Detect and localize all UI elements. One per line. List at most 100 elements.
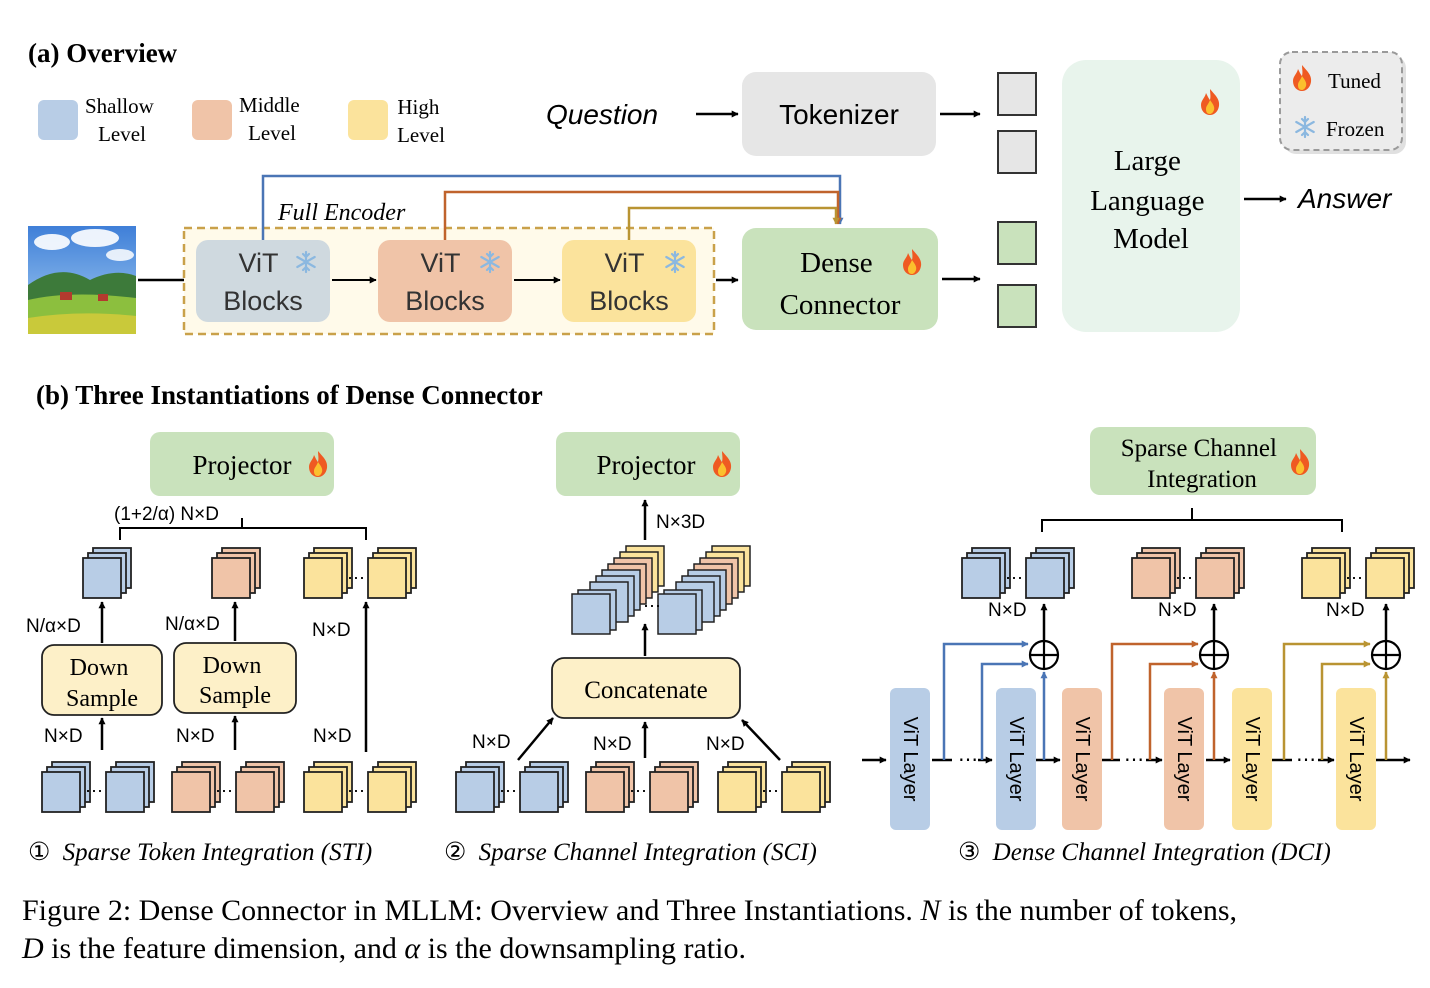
- sci-shallow-input-stack: ⋯: [455, 761, 569, 813]
- projector-label: Projector: [597, 450, 696, 480]
- sti-down-sample-box: [41, 644, 163, 716]
- sti-dim-top: (1+2/α) N×D: [114, 504, 219, 525]
- llm-box: [1062, 60, 1240, 332]
- svg-text:⋯: ⋯: [958, 749, 978, 771]
- sci-nxd: N×D: [593, 734, 632, 755]
- sti-projector-box: [150, 432, 334, 496]
- legend-shallow-swatch: [38, 100, 78, 140]
- sci-panel: Projector N×3D ⋯ Conc: [444, 432, 831, 866]
- figure-caption: Figure 2: Dense Connector in MLLM: Overv…: [22, 894, 1238, 965]
- svg-text:⋯: ⋯: [1175, 568, 1193, 588]
- frozen-label: Frozen: [1326, 117, 1385, 141]
- answer-label: Answer: [1296, 183, 1393, 214]
- vit-blocks-label: ViT Blocks: [405, 248, 485, 316]
- question-label: Question: [546, 99, 658, 130]
- vit-layer-high: [1232, 688, 1272, 830]
- visual-token: [997, 221, 1037, 265]
- sti-shallow-token-stack: [82, 547, 132, 599]
- legend-middle-label: Middle Level: [239, 93, 305, 145]
- add-operator-icon: [1370, 639, 1402, 671]
- vit-layer-high: [1336, 688, 1376, 830]
- text-token: [997, 130, 1037, 174]
- svg-text:⋯: ⋯: [347, 568, 365, 588]
- add-operator-icon: [1028, 639, 1060, 671]
- dense-connector-label: Dense Connector: [780, 247, 901, 321]
- tokenizer-box: [742, 72, 936, 156]
- vit-blocks-middle: [378, 240, 512, 322]
- sti-high-token-stack: ⋯: [303, 547, 417, 599]
- dci-sci-label: Sparse Channel Integration: [1121, 435, 1283, 493]
- dci-panel: Sparse Channel Integration ⋯ ⋯: [862, 427, 1415, 866]
- sti-shallow-input-stack: ⋯: [41, 761, 155, 813]
- dci-nxd: N×D: [1326, 600, 1365, 621]
- legend-high-label: High Level: [397, 95, 445, 147]
- sti-down-sample-box: [173, 642, 297, 714]
- svg-text:⋯: ⋯: [1005, 568, 1023, 588]
- dense-connector-diagram: (a) Overview Shallow Level Middle Level …: [26, 38, 1415, 866]
- vit-blocks-label: ViT Blocks: [589, 248, 669, 316]
- sti-middle-input-stack: ⋯: [171, 761, 285, 813]
- dci-shallow-output-stack: ⋯: [961, 547, 1075, 599]
- svg-text:⋯: ⋯: [1124, 749, 1144, 771]
- vit-blocks-high: [562, 240, 696, 322]
- dci-high-output-stack: ⋯: [1301, 547, 1415, 599]
- sti-panel: Projector (1+2/α) N×D ⋯ Down Sa: [26, 432, 417, 866]
- down-sample-label: Down Sample: [66, 655, 138, 712]
- sti-nxd: N×D: [44, 726, 83, 747]
- tuned-label: Tuned: [1328, 69, 1381, 93]
- svg-text:⋯: ⋯: [347, 781, 365, 801]
- legend-high-swatch: [348, 100, 388, 140]
- svg-text:⋯: ⋯: [499, 781, 517, 801]
- sti-high-input-stack: ⋯: [303, 761, 417, 813]
- svg-text:⋯: ⋯: [761, 781, 779, 801]
- dci-nxd: N×D: [988, 600, 1027, 621]
- legend-shallow-label: Shallow Level: [85, 94, 159, 146]
- dci-caption: ③ Dense Channel Integration (DCI): [958, 839, 1331, 866]
- vit-layer-label: ViT Layer: [1173, 717, 1195, 802]
- vit-layer-middle: [1164, 688, 1204, 830]
- vit-layer-shallow: [996, 688, 1036, 830]
- vit-layer-middle: [1062, 688, 1102, 830]
- instantiations-title: (b) Three Instantiations of Dense Connec…: [36, 380, 543, 410]
- vit-blocks-label: ViT Blocks: [223, 248, 303, 316]
- sci-high-input-stack: ⋯: [717, 761, 831, 813]
- dci-nxd: N×D: [1158, 600, 1197, 621]
- sti-caption: ① Sparse Token Integration (STI): [28, 839, 372, 866]
- svg-text:⋯: ⋯: [1296, 749, 1316, 771]
- sti-nxd: N×D: [312, 620, 351, 641]
- projector-label: Projector: [193, 450, 292, 480]
- overview-title: (a) Overview: [28, 38, 178, 68]
- svg-text:⋯: ⋯: [1345, 568, 1363, 588]
- svg-text:⋯: ⋯: [629, 781, 647, 801]
- sci-caption: ② Sparse Channel Integration (SCI): [444, 839, 817, 866]
- sci-concat-feature-stack: ⋯: [571, 545, 751, 635]
- sci-projector-box: [556, 432, 740, 496]
- sci-middle-input-stack: ⋯: [585, 761, 699, 813]
- vit-layer-label: ViT Layer: [1005, 717, 1027, 802]
- concatenate-box: [551, 657, 741, 719]
- text-token: [997, 72, 1037, 116]
- vit-layer-label: ViT Layer: [899, 717, 921, 802]
- sti-nxd: N×D: [176, 726, 215, 747]
- vit-layer-shallow: [890, 688, 930, 830]
- legend-middle-swatch: [192, 100, 232, 140]
- sti-nxd: N×D: [313, 726, 352, 747]
- sci-dim-top: N×3D: [656, 512, 705, 533]
- level-legend: Shallow Level Middle Level High Level: [38, 93, 445, 147]
- dci-middle-output-stack: ⋯: [1131, 547, 1245, 599]
- visual-token: [997, 284, 1037, 328]
- concatenate-label: Concatenate: [584, 677, 708, 704]
- input-landscape-image: [28, 226, 136, 334]
- sti-n-alpha-d: N/α×D: [165, 614, 220, 635]
- sci-nxd: N×D: [472, 732, 511, 753]
- svg-text:⋯: ⋯: [643, 596, 661, 616]
- llm-label: Large Language Model: [1090, 145, 1212, 255]
- vit-layer-label: ViT Layer: [1345, 717, 1367, 802]
- sci-nxd: N×D: [706, 734, 745, 755]
- sti-n-alpha-d: N/α×D: [26, 616, 81, 637]
- dci-sci-box: [1090, 427, 1316, 495]
- svg-text:⋯: ⋯: [215, 781, 233, 801]
- tokenizer-label: Tokenizer: [779, 99, 899, 130]
- svg-text:⋯: ⋯: [85, 781, 103, 801]
- full-encoder-label: Full Encoder: [277, 200, 406, 226]
